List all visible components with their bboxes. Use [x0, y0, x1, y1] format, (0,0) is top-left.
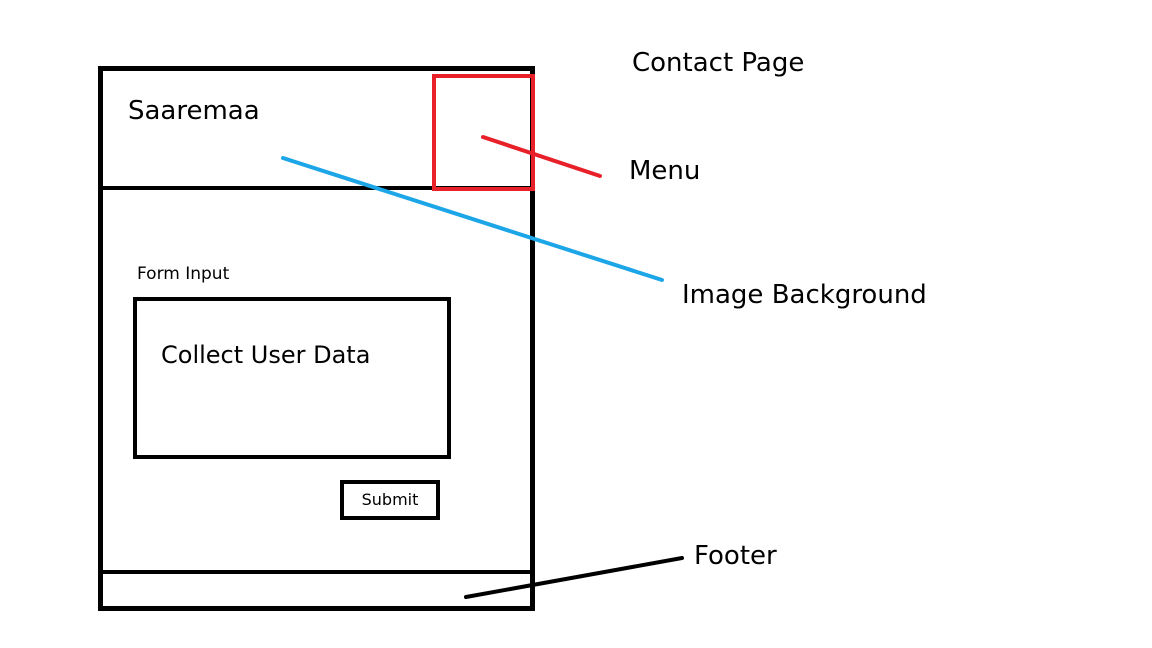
image-background-annotation-label: Image Background	[682, 280, 927, 310]
site-name: Saaremaa	[128, 96, 260, 126]
page-title: Contact Page	[632, 48, 805, 78]
user-data-form-text: Collect User Data	[161, 341, 371, 369]
body-region: Form Input Collect User Data Submit	[103, 190, 530, 572]
form-input-label: Form Input	[137, 264, 230, 284]
user-data-form-box[interactable]: Collect User Data	[133, 297, 451, 459]
submit-button[interactable]: Submit	[340, 480, 440, 520]
menu-annotation-label: Menu	[629, 156, 701, 186]
menu-box[interactable]	[432, 74, 535, 191]
footer-annotation-label: Footer	[694, 541, 777, 571]
page-wireframe: Saaremaa Form Input Collect User Data Su…	[98, 66, 535, 611]
footer-region	[103, 570, 530, 606]
